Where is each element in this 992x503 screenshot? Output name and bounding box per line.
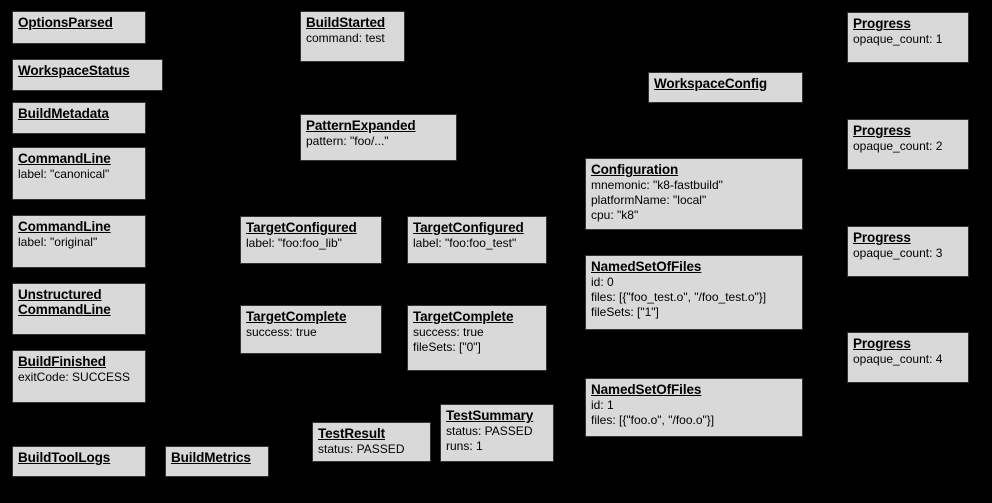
event-node-title: WorkspaceConfig: [654, 76, 768, 91]
event-node-title: NamedSetOfFiles: [591, 259, 702, 274]
event-node-field: platformName: "local": [591, 193, 707, 207]
event-node-field: mnemonic: "k8-fastbuild": [591, 178, 723, 192]
event-node-title: TargetConfigured: [246, 220, 357, 235]
event-node-workspace-status[interactable]: WorkspaceStatus: [12, 59, 163, 91]
event-node-fields: exitCode: SUCCESS: [18, 370, 140, 385]
event-node-fields: opaque_count: 3: [853, 246, 963, 261]
event-node-title: NamedSetOfFiles: [591, 382, 702, 397]
event-node-field: opaque_count: 1: [853, 32, 943, 46]
event-node-field: pattern: "foo/...": [306, 134, 389, 148]
event-node-fields: status: PASSED: [318, 442, 425, 457]
event-node-title: PatternExpanded: [306, 118, 416, 133]
event-node-title: Progress: [853, 16, 911, 31]
event-node-title: TestResult: [318, 426, 386, 441]
event-node-fields: opaque_count: 2: [853, 139, 963, 154]
event-node-field: files: [{"foo.o", "/foo.o"}]: [591, 413, 715, 427]
event-node-field: runs: 1: [446, 439, 483, 453]
event-node-fields: label: "canonical": [18, 167, 140, 182]
event-node-title: TargetComplete: [246, 309, 347, 324]
event-node-field: opaque_count: 3: [853, 246, 943, 260]
event-node-fields: mnemonic: "k8-fastbuild"platformName: "l…: [591, 178, 797, 223]
event-node-title: BuildFinished: [18, 354, 106, 369]
event-node-unstructured-command-line[interactable]: Unstructured CommandLine: [12, 283, 146, 335]
event-node-title: CommandLine: [18, 151, 111, 166]
event-node-fields: label: "original": [18, 235, 140, 250]
event-node-field: opaque_count: 4: [853, 352, 943, 366]
event-node-title: Progress: [853, 123, 911, 138]
event-node-field: success: true: [246, 325, 317, 339]
event-node-title: BuildMetadata: [18, 106, 109, 121]
event-node-title: WorkspaceStatus: [18, 63, 130, 78]
event-node-title: OptionsParsed: [18, 15, 113, 30]
event-node-title: Progress: [853, 336, 911, 351]
event-node-build-metrics[interactable]: BuildMetrics: [165, 446, 269, 477]
event-node-fields: command: test: [306, 31, 399, 46]
event-node-field: success: true: [413, 325, 484, 339]
event-node-title: BuildToolLogs: [18, 450, 111, 465]
event-node-title: Configuration: [591, 162, 679, 177]
event-node-fields: opaque_count: 4: [853, 352, 963, 367]
event-node-fields: success: true: [246, 325, 376, 340]
event-node-title: TargetComplete: [413, 309, 514, 324]
event-node-field: id: 1: [591, 398, 614, 412]
event-node-field: exitCode: SUCCESS: [18, 370, 131, 384]
event-node-fields: label: "foo:foo_test": [413, 236, 541, 251]
event-node-field: cpu: "k8": [591, 208, 639, 222]
event-node-field: status: PASSED: [446, 424, 533, 438]
event-node-field: label: "foo:foo_test": [413, 236, 517, 250]
event-node-title: TargetConfigured: [413, 220, 524, 235]
event-node-title: TestSummary: [446, 408, 534, 423]
event-node-fields: opaque_count: 1: [853, 32, 963, 47]
event-node-field: id: 0: [591, 275, 614, 289]
event-node-workspace-config[interactable]: WorkspaceConfig: [648, 72, 803, 103]
event-node-fields: pattern: "foo/...": [306, 134, 451, 149]
event-node-title: BuildStarted: [306, 15, 386, 30]
event-node-field: files: [{"foo_test.o", "/foo_test.o"}]: [591, 290, 767, 304]
event-node-field: status: PASSED: [318, 442, 405, 456]
event-node-title: Progress: [853, 230, 911, 245]
event-node-field: label: "original": [18, 235, 98, 249]
event-node-field: fileSets: ["1"]: [591, 305, 659, 319]
event-node-field: opaque_count: 2: [853, 139, 943, 153]
event-node-field: command: test: [306, 31, 385, 45]
event-node-title: BuildMetrics: [171, 450, 251, 465]
event-node-field: label: "foo:foo_lib": [246, 236, 342, 250]
event-node-title: Unstructured CommandLine: [18, 287, 111, 317]
event-node-build-tool-logs[interactable]: BuildToolLogs: [12, 446, 146, 477]
event-node-options-parsed[interactable]: OptionsParsed: [12, 11, 146, 44]
event-node-title: CommandLine: [18, 219, 111, 234]
event-node-build-metadata[interactable]: BuildMetadata: [12, 102, 146, 134]
event-node-field: fileSets: ["0"]: [413, 340, 481, 354]
event-node-fields: label: "foo:foo_lib": [246, 236, 376, 251]
event-node-field: label: "canonical": [18, 167, 110, 181]
